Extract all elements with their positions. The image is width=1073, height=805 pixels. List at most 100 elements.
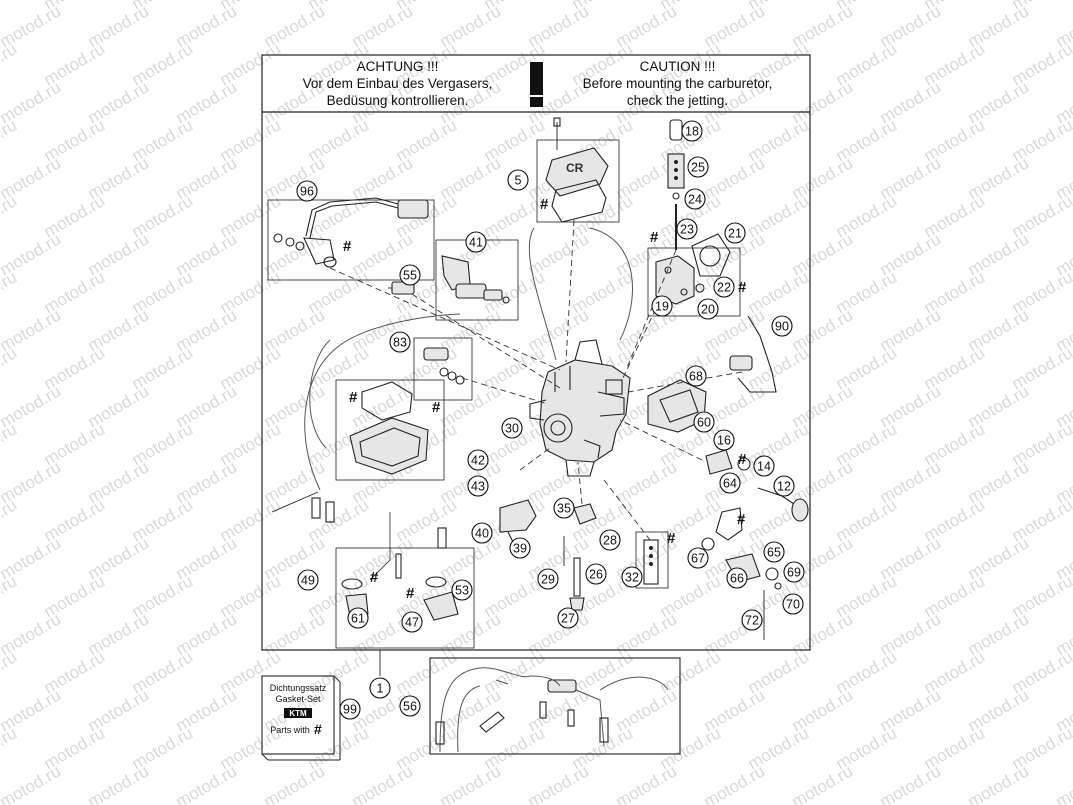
watermark-text: motod.ru [0, 343, 20, 393]
watermark-text: motod.ru [0, 761, 64, 805]
callout-42: 42 [467, 449, 489, 471]
english-line-2: check the jetting. [626, 93, 729, 108]
callout-label: 1 [377, 682, 384, 696]
callout-label: 66 [730, 572, 744, 586]
callout-label: 68 [689, 370, 703, 384]
callout-label: 18 [685, 125, 699, 139]
watermark-text: motod.ru [0, 647, 20, 697]
callout-circle [507, 169, 529, 191]
jet-set [563, 503, 669, 611]
callout-circle [693, 411, 715, 433]
callout-label: 30 [505, 422, 519, 436]
gasket-marker: # [370, 569, 379, 586]
callout-circle [471, 522, 493, 544]
warning-symbol [530, 62, 543, 107]
watermark-text: motod.ru [525, 761, 593, 805]
callout-24: 24 [684, 188, 706, 210]
callout-label: 40 [475, 527, 489, 541]
choke-plunger [413, 337, 473, 401]
callout-32: 32 [621, 566, 643, 588]
watermark-text: motod.ru [349, 761, 417, 805]
callout-label: 19 [655, 300, 669, 314]
callout-47: 47 [401, 611, 423, 633]
watermark-text: motod.ru [789, 761, 857, 805]
carburetor-body [529, 339, 631, 477]
callout-label: 16 [717, 434, 731, 448]
callout-label: 12 [777, 480, 791, 494]
watermark-text: motod.ru [0, 571, 20, 621]
callout-circle [553, 497, 575, 519]
gasket-marker: # [667, 530, 676, 547]
callout-label: 53 [455, 584, 469, 598]
callout-circle [296, 180, 318, 202]
gasket-marker: # [406, 585, 415, 602]
cable-bracket [267, 197, 435, 281]
callout-21: 21 [724, 222, 746, 244]
callout-25: 25 [687, 156, 709, 178]
callout-56: 56 [399, 695, 421, 717]
watermark-text: motod.ru [85, 761, 153, 805]
callout-30: 30 [501, 417, 523, 439]
callout-circle [713, 429, 735, 451]
watermark-text: motod.ru [613, 761, 681, 805]
pump-cover [647, 233, 741, 317]
legend-line-1: Dichtungssatz [270, 683, 327, 693]
needle-assembly [667, 119, 685, 250]
gasket-marker: # [343, 238, 352, 255]
callout-label: 32 [625, 571, 639, 585]
callout-label: 99 [343, 703, 357, 717]
callout-53: 53 [451, 579, 473, 601]
callout-circle [599, 529, 621, 551]
callout-circle [297, 569, 319, 591]
watermark-text: motod.ru [0, 495, 20, 545]
callout-label: 42 [471, 454, 485, 468]
watermark-text: motod.ru [0, 0, 20, 13]
callout-label: 70 [786, 598, 800, 612]
callout-circle [509, 537, 531, 559]
callout-label: 39 [513, 542, 527, 556]
callout-circle [369, 677, 391, 699]
callout-5: 5 [507, 169, 529, 191]
callout-27: 27 [557, 607, 579, 629]
german-line-1: Vor dem Einbau des Vergasers, [302, 76, 493, 91]
callout-label: 35 [557, 502, 571, 516]
assembly-lines [329, 219, 743, 581]
callout-circle [713, 276, 735, 298]
watermark-text: motod.ru [1053, 761, 1073, 805]
callout-label: 49 [301, 574, 315, 588]
svg-text:CR: CR [566, 161, 584, 175]
callout-label: 47 [405, 616, 419, 630]
german-line-2: Bedüsung kontrollieren. [326, 93, 469, 108]
callout-label: 90 [775, 320, 789, 334]
callout-12: 12 [773, 475, 795, 497]
callout-circle [467, 449, 489, 471]
callout-99: 99 [339, 698, 361, 720]
top-cover: CR [536, 117, 620, 223]
gasket-set-legend: Dichtungssatz Gasket-Set KTM Parts with … [261, 675, 341, 761]
callout-label: 55 [403, 269, 417, 283]
callout-96: 96 [296, 180, 318, 202]
legend-hash: # [314, 721, 322, 737]
callout-64: 64 [719, 472, 741, 494]
callout-20: 20 [697, 298, 719, 320]
callout-70: 70 [782, 593, 804, 615]
callout-label: 14 [757, 460, 771, 474]
drain-hoses [271, 313, 461, 549]
callout-label: 26 [589, 568, 603, 582]
float-bowl [335, 379, 445, 481]
callout-circle [389, 331, 411, 353]
callout-circle [687, 547, 709, 569]
callout-83: 83 [389, 331, 411, 353]
callout-label: 24 [688, 193, 702, 207]
callout-label: 83 [393, 336, 407, 350]
callout-circle [399, 695, 421, 717]
ktm-logo: KTM [289, 709, 307, 718]
callout-label: 5 [515, 174, 522, 188]
legend-line-2: Gasket-Set [275, 694, 321, 704]
gasket-marker: # [737, 511, 746, 528]
callout-circle [537, 568, 559, 590]
callout-circle [651, 295, 673, 317]
callout-label: 43 [471, 480, 485, 494]
